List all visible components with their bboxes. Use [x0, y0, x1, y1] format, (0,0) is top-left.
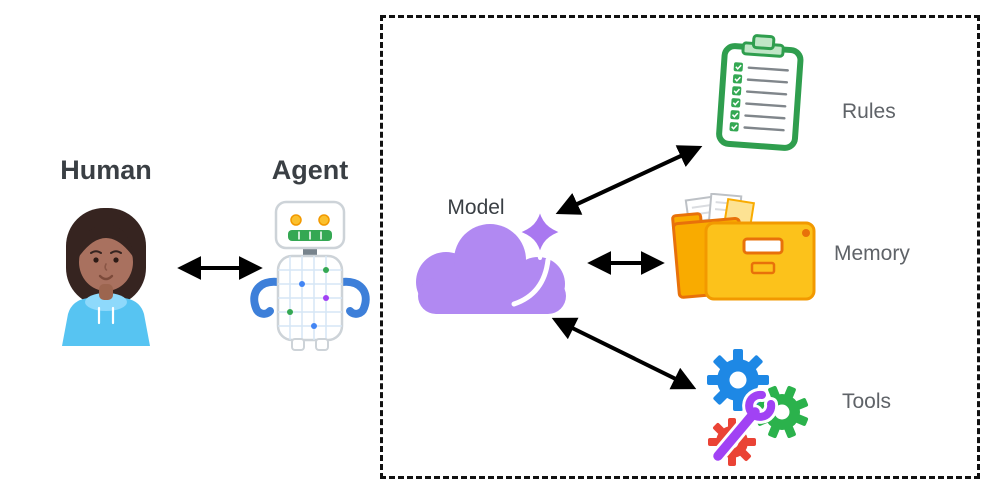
front-drawer — [704, 221, 816, 301]
agent-boundary-box — [380, 15, 980, 479]
avatar-face — [79, 233, 133, 291]
arrow-model-tools — [551, 317, 697, 390]
agent-label: Agent — [271, 155, 349, 185]
avatar-hoodie — [62, 298, 150, 346]
papers — [684, 193, 756, 236]
gear-blue — [707, 349, 769, 411]
sparkle-icon — [514, 204, 566, 260]
robot-left-arm — [250, 277, 282, 318]
checklist-clipboard-icon — [716, 34, 804, 151]
model-label: Model — [447, 196, 505, 219]
memory-label: Memory — [834, 242, 910, 265]
checklist-rows — [729, 62, 789, 132]
robot-right-arm — [338, 277, 370, 318]
robot-eye — [318, 214, 330, 226]
wrench-icon — [710, 387, 779, 464]
rules-label: Rules — [842, 100, 896, 123]
tools-label: Tools — [842, 390, 892, 413]
file-folder-icon — [671, 193, 816, 301]
robot-icon — [250, 200, 370, 351]
gears-wrench-icon — [707, 349, 809, 466]
robot-eye — [290, 214, 302, 226]
cloud-sparkle-icon — [416, 204, 566, 314]
drawer-handle — [742, 237, 784, 255]
person-avatar-icon — [62, 208, 150, 346]
human-label: Human — [60, 155, 152, 185]
arrow-model-rules — [555, 145, 703, 215]
